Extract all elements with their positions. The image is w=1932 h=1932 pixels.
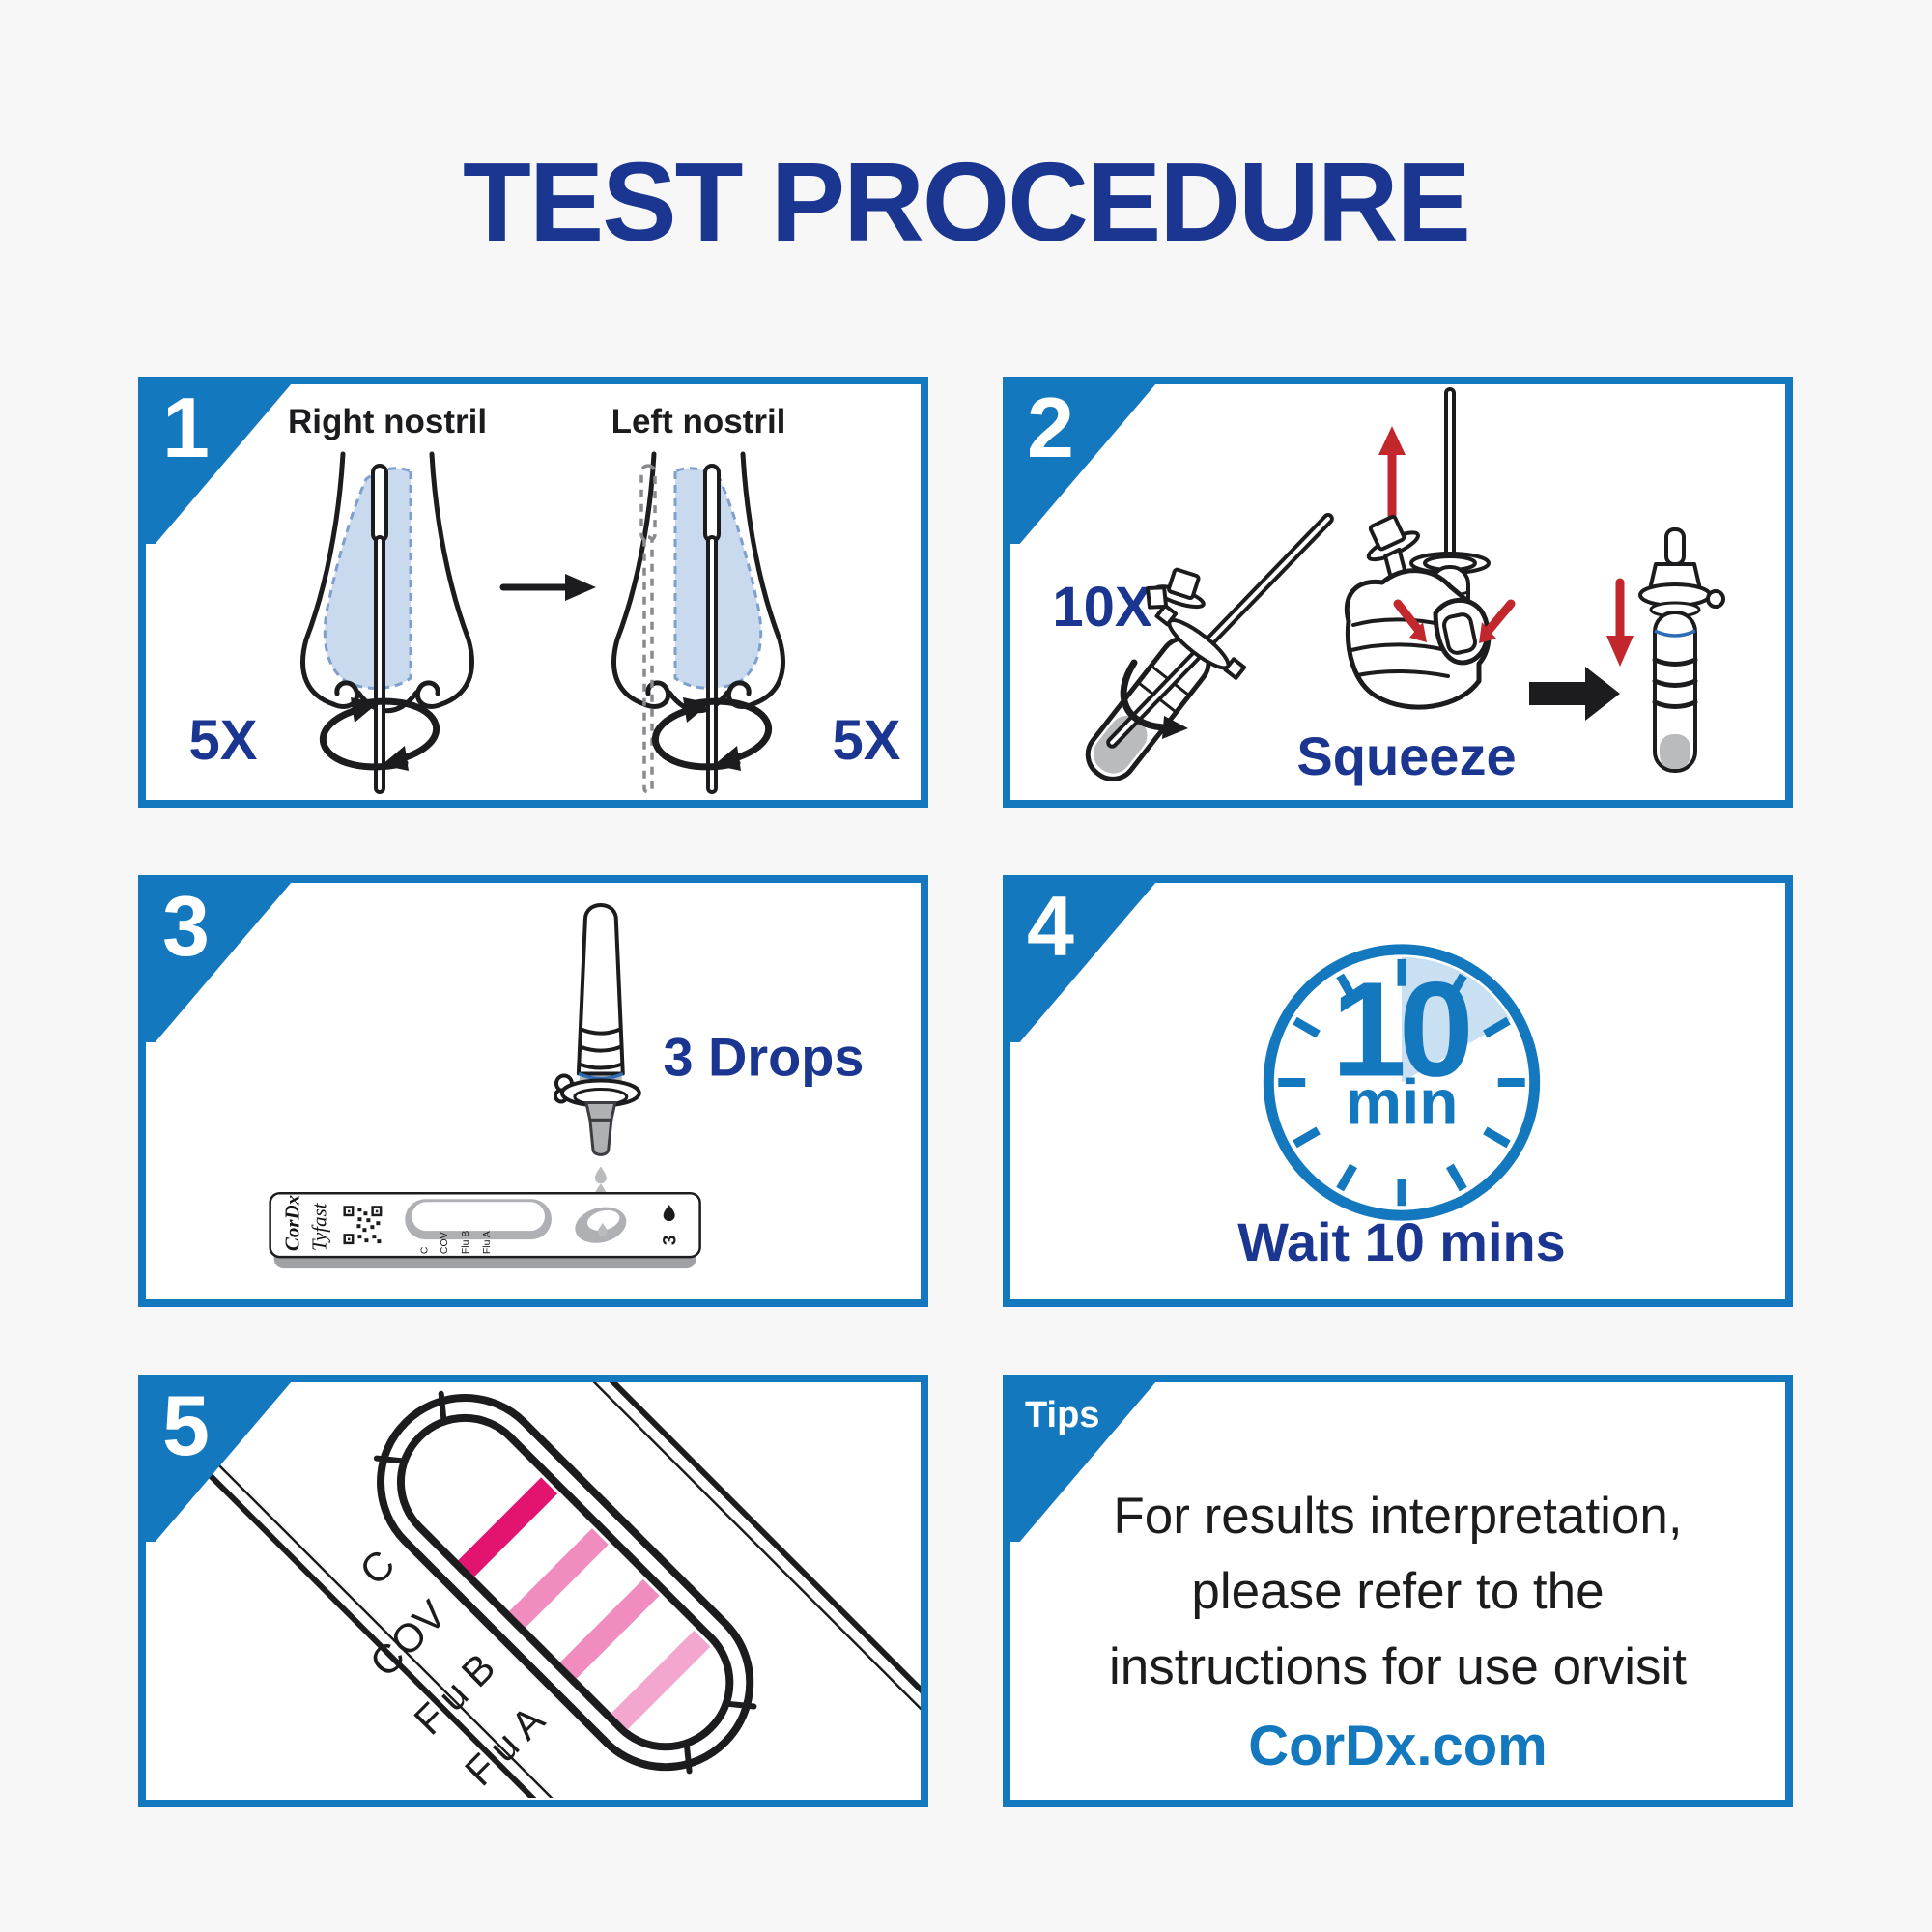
right-nostril-label: Right nostril bbox=[288, 403, 487, 440]
left-nostril-nose-illustration bbox=[611, 451, 785, 794]
marker-label: COV bbox=[440, 1232, 450, 1254]
cassette-brand: CorDx bbox=[281, 1195, 304, 1251]
step5-panel: 5 C COV Flu B Flu A bbox=[138, 1375, 928, 1807]
marker-label: C bbox=[419, 1246, 430, 1254]
cassette-illustration: CorDx Tyfast C COV Flu B Flu A bbox=[269, 1192, 701, 1269]
cap-icon bbox=[1366, 514, 1420, 580]
step4-illustration: 10 min Wait 10 mins bbox=[1237, 944, 1566, 1272]
marker-label: Flu A bbox=[482, 1231, 493, 1254]
step1-panel: 1 Right nostril Left nostril bbox=[138, 377, 928, 808]
drop-icon bbox=[663, 1205, 675, 1222]
rotate-arrows-icon bbox=[651, 697, 773, 771]
flub-line bbox=[559, 1578, 660, 1679]
rotate-arrow-icon bbox=[1120, 659, 1188, 739]
result-window bbox=[405, 1199, 552, 1240]
dropper-icon bbox=[553, 903, 641, 1228]
step5-illustration: C COV Flu B Flu A bbox=[146, 1382, 921, 1798]
cassette-model: Tyfast bbox=[307, 1202, 330, 1251]
left-nostril-label: Left nostril bbox=[611, 403, 786, 440]
step2-panel: 2 10X bbox=[1003, 377, 1793, 808]
mix-count-label: 10X bbox=[1052, 576, 1152, 639]
rotate-count-right: 5X bbox=[833, 709, 901, 772]
tips-text-line: instructions for use orvisit bbox=[1109, 1638, 1687, 1695]
drops-label: 3 Drops bbox=[663, 1027, 864, 1088]
test-strip-closeup: C COV Flu B Flu A bbox=[146, 1382, 921, 1798]
marker-label: C bbox=[351, 1541, 404, 1594]
tips-tab-label: Tips bbox=[1025, 1395, 1100, 1435]
well-count-label: 3 bbox=[661, 1236, 681, 1246]
tips-text-line: please refer to the bbox=[1191, 1563, 1605, 1620]
page-title: TEST PROCEDURE bbox=[463, 139, 1471, 265]
step-number: 3 bbox=[162, 878, 210, 974]
step4-panel: 4 10 min Wait 10 mins bbox=[1003, 875, 1793, 1307]
swab-icon bbox=[703, 464, 721, 794]
tips-content: For results interpretation, please refer… bbox=[1010, 1382, 1785, 1800]
step3-panel: 3 3 Drops CorDx Tyfast bbox=[138, 875, 928, 1307]
tube-dropper-illustration bbox=[1606, 527, 1725, 773]
qr-code-icon bbox=[343, 1206, 383, 1245]
clock-icon: 10 min bbox=[1263, 944, 1541, 1221]
squeeze-label: Squeeze bbox=[1296, 725, 1516, 786]
clock-value: 10 bbox=[1331, 954, 1468, 1105]
step-number: 4 bbox=[1027, 878, 1074, 974]
cov-line bbox=[509, 1528, 609, 1628]
sample-well bbox=[575, 1207, 627, 1243]
rotate-count-left: 5X bbox=[189, 709, 258, 772]
marker-label: Flu A bbox=[456, 1697, 554, 1795]
step-number: 5 bbox=[162, 1378, 210, 1473]
marker-label: Flu B bbox=[461, 1231, 471, 1254]
flua-line bbox=[611, 1630, 711, 1730]
right-nostril-nose-illustration bbox=[300, 451, 474, 794]
step3-illustration: 3 Drops CorDx Tyfast bbox=[269, 903, 864, 1269]
step-number: 2 bbox=[1027, 380, 1074, 475]
step-number: 1 bbox=[162, 380, 210, 475]
ghost-swab-icon bbox=[639, 464, 657, 794]
next-arrow-icon bbox=[1529, 667, 1620, 721]
result-window bbox=[373, 1390, 757, 1775]
rotate-arrows-icon bbox=[319, 697, 440, 771]
swab-icon bbox=[371, 464, 388, 794]
tube-squeeze-illustration bbox=[1345, 387, 1516, 710]
next-arrow-icon bbox=[499, 574, 596, 601]
clock-unit: min bbox=[1345, 1065, 1458, 1137]
tips-text-line: For results interpretation, bbox=[1113, 1488, 1683, 1545]
cap-icon bbox=[1146, 567, 1206, 610]
control-line bbox=[458, 1477, 558, 1577]
cordx-link[interactable]: CorDx.com bbox=[1248, 1715, 1548, 1777]
step2-illustration: 10X bbox=[1052, 387, 1725, 786]
wait-caption: Wait 10 mins bbox=[1237, 1211, 1565, 1272]
step1-illustration: Right nostril Left nostril bbox=[189, 403, 901, 794]
tips-panel: Tips For results interpretation, please … bbox=[1003, 1375, 1793, 1807]
